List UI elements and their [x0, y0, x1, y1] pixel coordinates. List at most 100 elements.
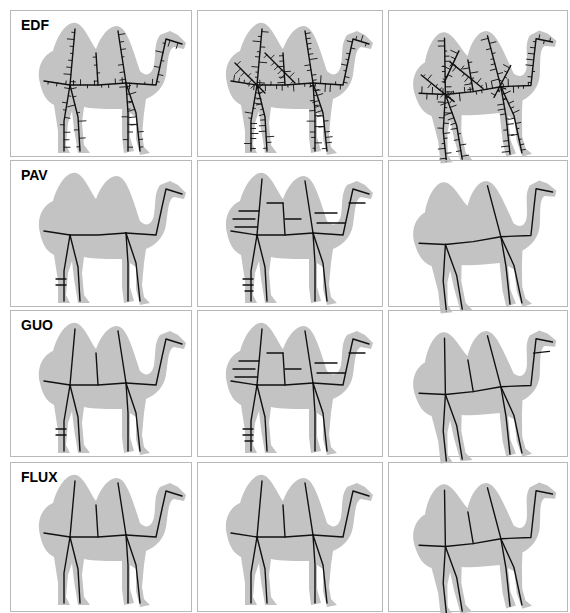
camel-figure — [408, 321, 568, 468]
skeleton-line — [94, 81, 98, 82]
skeleton-line — [450, 59, 483, 92]
skeleton-line — [163, 43, 165, 44]
skeleton-line — [428, 83, 432, 87]
skeleton-line — [528, 76, 532, 77]
skeleton-panel — [39, 475, 186, 607]
method-panel: EDF — [10, 10, 192, 157]
skeleton-line — [261, 91, 263, 93]
skeleton-line — [506, 118, 508, 119]
skeleton-line — [243, 278, 253, 279]
skeleton-line — [335, 82, 336, 85]
skeleton-line — [128, 109, 135, 111]
skeleton-line — [502, 151, 509, 153]
skeleton-line — [519, 139, 521, 140]
camel-silhouette — [408, 321, 568, 468]
skeleton-line — [490, 69, 496, 71]
skeleton-line — [47, 82, 48, 84]
skeleton-line — [322, 148, 327, 149]
skeleton-line — [315, 105, 319, 106]
skeleton-line — [492, 52, 495, 54]
skeleton-line — [233, 368, 255, 369]
skeleton-line — [131, 124, 137, 126]
skeleton-line — [500, 83, 502, 85]
skeleton-line — [487, 185, 500, 238]
skeleton-line — [509, 118, 515, 119]
skeleton-line — [126, 189, 182, 235]
skeleton-line — [257, 329, 262, 385]
skeleton-line — [501, 85, 522, 154]
skeleton-line — [450, 64, 453, 67]
skeleton-line — [313, 233, 327, 301]
skeleton-line — [126, 383, 128, 451]
skeleton-line — [439, 395, 452, 461]
skeleton-line — [442, 143, 445, 144]
skeleton-line — [293, 84, 294, 91]
skeleton-line — [70, 329, 75, 385]
skeleton-line — [68, 105, 75, 107]
skeleton-line — [64, 147, 70, 148]
skeleton-line — [309, 58, 317, 59]
skeleton-line — [491, 58, 494, 60]
skeleton-line — [77, 112, 80, 114]
skeleton-line — [501, 113, 506, 115]
skeleton-line — [528, 53, 534, 55]
skeleton-line — [257, 82, 264, 84]
skeleton-line — [315, 362, 337, 363]
method-label: PAV — [19, 168, 50, 183]
skeleton-line — [316, 111, 322, 113]
camel-figure — [408, 171, 568, 318]
skeleton-line — [248, 84, 249, 86]
skeleton-line — [257, 51, 260, 52]
skeleton-line — [120, 41, 124, 43]
skeleton-line — [64, 132, 70, 133]
skeleton-line — [312, 74, 316, 76]
panel-frame — [198, 11, 383, 157]
skeleton-line — [56, 284, 66, 285]
skeleton-line — [267, 142, 272, 143]
skeleton-line — [330, 84, 331, 91]
skeleton-line — [80, 80, 81, 85]
skeleton-line — [313, 339, 369, 385]
skeleton-line — [271, 82, 272, 85]
skeleton-line — [518, 86, 519, 88]
camel-figure — [39, 475, 186, 607]
skeleton-line — [517, 128, 519, 129]
skeleton-line — [496, 337, 557, 389]
skeleton-line — [532, 71, 534, 73]
skeleton-line — [317, 222, 345, 223]
skeleton-line — [276, 85, 277, 89]
skeleton-line — [254, 103, 262, 104]
skeleton-line — [440, 338, 451, 394]
camel-figure — [39, 23, 186, 155]
skeleton-panel — [198, 463, 383, 612]
skeleton-line — [267, 202, 283, 203]
skeleton-line — [520, 144, 524, 146]
skeleton-line — [313, 39, 369, 85]
camel-figure — [226, 173, 373, 305]
skeleton-line — [345, 76, 349, 78]
skeleton-line — [261, 119, 266, 120]
skeleton-line — [93, 57, 96, 58]
skeleton-line — [481, 85, 483, 87]
skeleton-line — [445, 545, 462, 612]
skeleton-line — [265, 85, 266, 91]
skeleton-line — [489, 42, 496, 44]
skeleton-line — [305, 64, 310, 66]
skeleton-line — [70, 46, 73, 47]
skeleton-line — [451, 50, 458, 55]
skeleton-line — [444, 138, 447, 139]
skeleton-line — [462, 155, 469, 156]
skeleton-line — [347, 53, 350, 55]
skeleton-line — [470, 72, 478, 73]
skeleton-line — [257, 85, 267, 151]
skeleton-line — [313, 535, 327, 603]
skeleton-line — [468, 62, 471, 64]
skeleton-line — [527, 58, 534, 60]
skeleton-line — [126, 339, 182, 385]
skeleton-line — [139, 139, 143, 140]
skeleton-line — [257, 235, 267, 301]
camel-silhouette — [226, 23, 373, 155]
skeleton-line — [451, 128, 457, 129]
skeleton-line — [491, 63, 495, 65]
skeleton-line — [70, 53, 72, 54]
